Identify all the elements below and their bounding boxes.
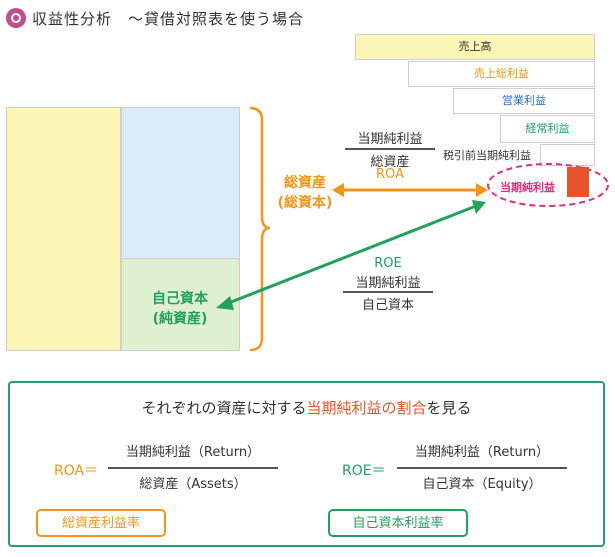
bullet-icon bbox=[6, 8, 26, 28]
summary-panel: それぞれの資産に対する当期純利益の割合を見る ROA＝ 当期純利益（Return… bbox=[8, 381, 605, 547]
is-ordinary-profit: 経常利益 bbox=[500, 115, 595, 143]
is-operating-profit: 営業利益 bbox=[453, 88, 595, 114]
total-assets-brace bbox=[249, 106, 271, 352]
roe-formula-lhs: ROE＝ bbox=[342, 463, 386, 479]
is-ordinary-profit-label: 経常利益 bbox=[525, 122, 570, 135]
roe-name: ROE bbox=[374, 256, 402, 271]
title-row: 収益性分析 ～貸借対照表を使う場合 bbox=[6, 6, 304, 30]
roa-formula-denominator: 総資産（Assets） bbox=[139, 477, 247, 492]
roa-fraction-line bbox=[345, 148, 435, 150]
roa-denominator: 総資産 bbox=[370, 155, 410, 170]
equity-label-1: 自己資本 bbox=[152, 291, 208, 307]
panel-heading-post: を見る bbox=[426, 399, 472, 417]
panel-heading-highlight: 当期純利益の割合 bbox=[306, 399, 427, 417]
net-profit-block bbox=[567, 167, 589, 197]
is-sales-label: 売上高 bbox=[458, 40, 492, 53]
net-profit-ellipse bbox=[487, 163, 609, 207]
page-title: 収益性分析 ～貸借対照表を使う場合 bbox=[32, 9, 305, 28]
roa-name: ROA bbox=[376, 167, 404, 182]
is-sales: 売上高 bbox=[355, 34, 595, 60]
total-assets-label-2: (総資本) bbox=[277, 195, 333, 211]
roe-arrow bbox=[216, 200, 486, 310]
bs-assets-block bbox=[6, 107, 121, 351]
net-profit-label: 当期純利益 bbox=[500, 181, 555, 194]
is-gross-profit-label: 売上総利益 bbox=[474, 67, 529, 80]
is-gross-profit: 売上総利益 bbox=[408, 61, 595, 87]
total-assets-label-1: 総資産 bbox=[284, 175, 326, 191]
roe-denominator: 自己資本 bbox=[361, 298, 414, 313]
panel-heading: それぞれの資産に対する当期純利益の割合を見る bbox=[10, 397, 603, 418]
roa-formula-lhs: ROA＝ bbox=[54, 463, 99, 479]
roa-badge: 総資産利益率 bbox=[36, 509, 166, 537]
roa-numerator: 当期純利益 bbox=[357, 132, 423, 147]
roa-formula-line bbox=[108, 467, 278, 469]
is-operating-profit-label: 営業利益 bbox=[502, 94, 546, 107]
bs-liabilities-block bbox=[121, 107, 240, 259]
roe-numerator: 当期純利益 bbox=[355, 276, 421, 291]
roa-arrow bbox=[332, 183, 488, 197]
roe-formula-numerator: 当期純利益（Return） bbox=[414, 445, 550, 460]
roe-formula-line bbox=[397, 467, 567, 469]
roe-formula-denominator: 自己資本（Equity） bbox=[422, 477, 542, 492]
panel-heading-pre: それぞれの資産に対する bbox=[141, 399, 307, 417]
roe-fraction-line bbox=[343, 291, 433, 293]
roe-badge: 自己資本利益率 bbox=[328, 509, 468, 537]
roa-formula-numerator: 当期純利益（Return） bbox=[125, 445, 261, 460]
is-pretax-label: 税引前当期純利益 bbox=[443, 149, 531, 162]
equity-label-2: (純資産) bbox=[152, 311, 208, 327]
